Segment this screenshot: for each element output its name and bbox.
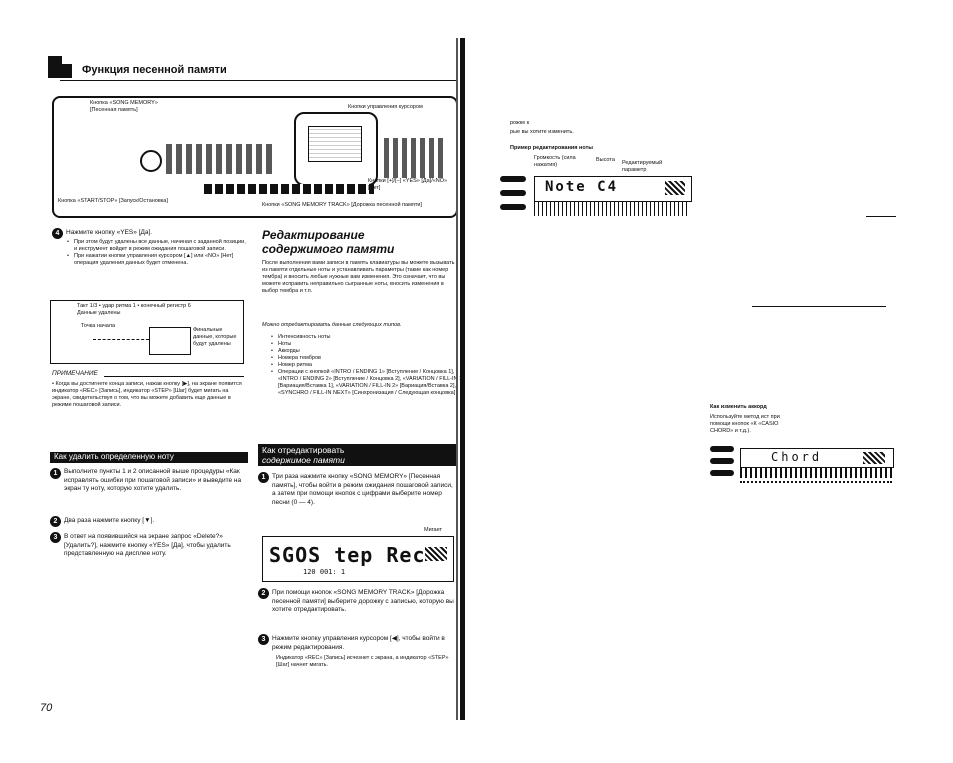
step4-bullets: При этом будут удалены все данные, начин… <box>66 239 250 267</box>
lcd-main-text: SGOS tep Rec <box>269 543 426 567</box>
delete-step-1: 1 <box>50 468 61 479</box>
label-start-stop: Кнопка «START/STOP» [Запуск/Остановка] <box>58 198 168 204</box>
step4-bullet-1: При этом будут удалены все данные, начин… <box>67 239 250 253</box>
lcd-sub-text: 120 001: 1 <box>303 568 346 576</box>
delete-step-3: 3 <box>50 532 61 543</box>
edit-list-item-3: Аккорды <box>271 348 466 355</box>
button-row-right <box>384 138 444 178</box>
right-rule-1 <box>866 216 896 217</box>
edit-list-item-6: Операции с кнопкой «INTRO / ENDING 1» [В… <box>271 369 466 397</box>
label-cursor-buttons: Кнопки управления курсором <box>348 104 423 110</box>
lcd-chord-arrow-3 <box>710 470 734 476</box>
annotation-pitch: Высота <box>596 157 615 163</box>
label-song-memory: Кнопка «SONG MEMORY» [Песенная память] <box>90 100 158 113</box>
delete-diagram: Такт 1/3 • удар ритма 1 • конечный регис… <box>50 300 244 364</box>
lcd-note-keyboard <box>534 202 690 216</box>
section-howto-heading: Как отредактировать содержимое памяти <box>258 444 456 466</box>
label-yes-no: Кнопки [+]/[–] «YES» [Да]/«NO» [Нет] <box>368 178 448 191</box>
label-track: Кнопки «SONG MEMORY TRACK» [Дорожка песе… <box>262 202 422 208</box>
lcd-chord-icon <box>863 452 885 464</box>
delete-step1-text: Выполните пункты 1 и 2 описанной выше пр… <box>64 468 242 493</box>
lcd-note-text: Note C4 <box>545 179 619 195</box>
note-text: • Когда вы достигнете конца записи, нажа… <box>52 381 242 408</box>
note-heading: ПРИМЕЧАНИЕ <box>52 370 98 377</box>
delete-step3-text: В ответ на появившийся на экране запрос … <box>64 533 231 558</box>
right-frag-1: рожке к <box>510 120 530 126</box>
edit-list: Интенсивность ноты Ноты Аккорды Номера т… <box>270 334 466 397</box>
lcd-chord-dots <box>740 481 892 483</box>
lcd-chord-keyboard <box>740 468 892 478</box>
lcd-note-arrow-1 <box>500 176 526 182</box>
delete-diagram-line <box>93 339 149 340</box>
button-row <box>166 144 276 174</box>
delete-diagram-right: Финальные данные, которые будут удалены <box>193 327 237 347</box>
annotation-parameter: Редактируемый параметр <box>622 160 663 173</box>
track-buttons <box>204 184 374 194</box>
chord-text: Используйте метод ист при помощи кнопок … <box>710 414 780 434</box>
chord-title: Как изменить аккорд <box>710 404 767 410</box>
lcd-note-arrow-2 <box>500 190 526 196</box>
delete-step-2: 2 <box>50 516 61 527</box>
lcd-chord-text: Chord <box>771 450 823 464</box>
page-header-title: Функция песенной памяти <box>82 64 227 76</box>
howto-step1-text: Три раза нажмите кнопку «SONG MEMORY» [П… <box>272 473 453 506</box>
edit-list-item-2: Ноты <box>271 341 466 348</box>
lcd-rec-icon <box>425 547 447 561</box>
howto-step2-text: При помощи кнопок «SONG MEMORY TRACK» [Д… <box>272 589 454 614</box>
header-mark-notch <box>62 64 72 78</box>
edit-title-line1: Редактирование <box>262 228 365 242</box>
right-frag-2: рые вы хотите изменить. <box>510 129 574 135</box>
step-number-4: 4 <box>52 228 63 239</box>
delete-diagram-line2: Данные удалены <box>77 310 121 316</box>
lcd-chord-arrow-1 <box>710 446 734 452</box>
keyboard-diagram <box>52 96 458 218</box>
howto-step3-text: Нажмите кнопку управления курсором [◀], … <box>272 635 445 651</box>
lcd-screen <box>308 126 362 162</box>
lcd-chord-example: Chord <box>710 446 896 492</box>
lcd-note-example: Note C4 <box>500 176 696 224</box>
note-rule <box>104 376 244 377</box>
edit-title-line2: содержимого памяти <box>262 242 395 256</box>
edit-list-item-1: Интенсивность ноты <box>271 334 466 341</box>
edit-can-edit: Можно отредактировать данные следующих т… <box>262 322 402 328</box>
lcd-note-screen: Note C4 <box>534 176 692 202</box>
delete-diagram-line1: Такт 1/3 • удар ритма 1 • конечный регис… <box>77 303 191 309</box>
lcd-display-step-rec: SGOS tep Rec 120 001: 1 <box>262 536 454 582</box>
example-title: Пример редактирования ноты <box>510 145 593 151</box>
right-rule-2 <box>752 306 886 307</box>
step4-text: Нажмите кнопку «YES» [Да]. <box>66 229 153 236</box>
dial-left <box>140 150 162 172</box>
step4-bullet-2: При нажатии кнопки управления курсором [… <box>67 253 250 267</box>
edit-intro: После выполнения вами записи в память кл… <box>262 260 455 294</box>
edit-list-item-5: Номер ритма <box>271 362 466 369</box>
howto-heading-line2: содержимое памяти <box>262 455 345 465</box>
howto-step-1: 1 <box>258 472 269 483</box>
delete-step2-text: Два раза нажмите кнопку [▼]. <box>64 517 155 524</box>
blink-label: Мигает <box>424 527 442 533</box>
book-spine-shadow <box>456 38 458 720</box>
lcd-chord-screen: Chord <box>740 448 894 468</box>
howto-step-3: 3 <box>258 634 269 645</box>
section-delete-heading: Как удалить определенную ноту <box>50 452 248 463</box>
howto-step3-bullet: Индикатор «REC» [Запись] исчезнет с экра… <box>276 655 449 668</box>
book-spine <box>460 38 465 720</box>
howto-step-2: 2 <box>258 588 269 599</box>
lcd-chord-arrow-2 <box>710 458 734 464</box>
edit-list-item-4: Номера тембров <box>271 355 466 362</box>
header-mark <box>48 56 62 78</box>
header-rule <box>60 80 456 81</box>
lcd-note-icon <box>665 181 685 195</box>
page-number: 70 <box>40 702 53 714</box>
delete-diagram-bracket <box>149 327 191 355</box>
delete-diagram-left: Точка начала <box>81 323 116 329</box>
howto-heading-line1: Как отредактировать <box>262 445 345 455</box>
lcd-note-arrow-3 <box>500 204 526 210</box>
annotation-volume: Громкость (сила нажатия) <box>534 155 576 168</box>
